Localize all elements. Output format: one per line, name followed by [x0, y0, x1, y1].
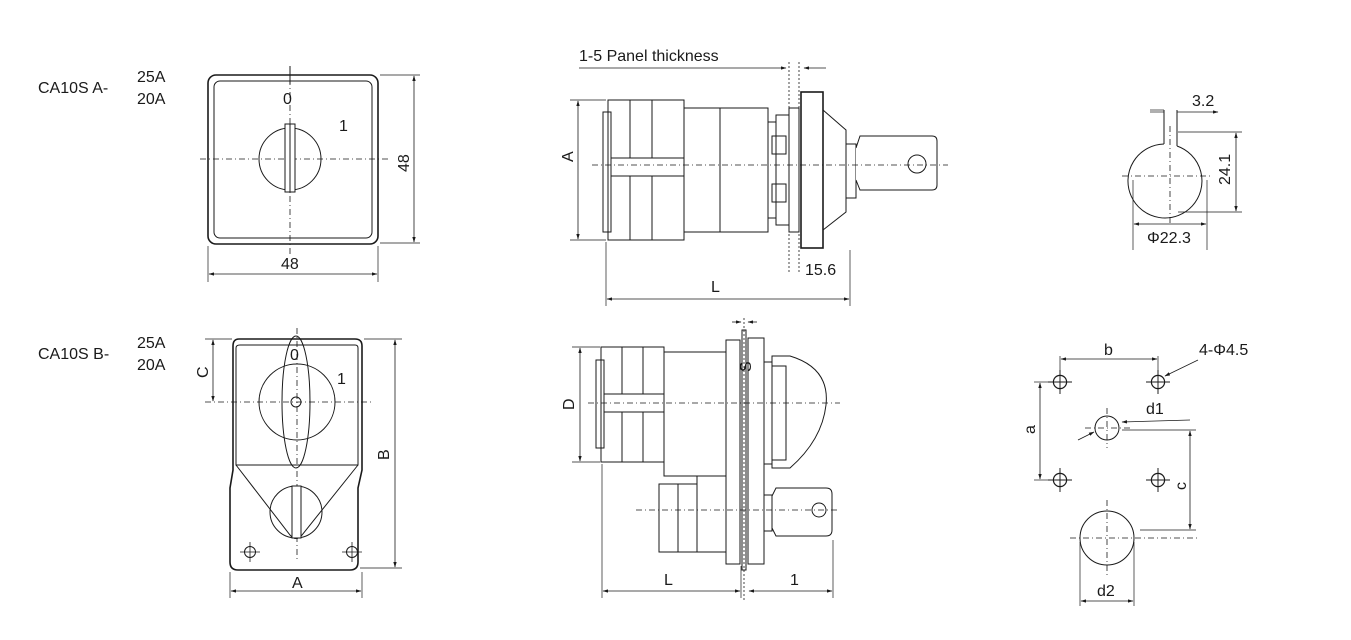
model-a-current-1: 25A [137, 69, 166, 86]
cutout-dim-c: c [1173, 482, 1190, 490]
front-b-pos-0: 0 [290, 347, 299, 364]
model-a-current-2: 20A [137, 91, 166, 108]
cutout-holes: 4-Φ4.5 [1199, 342, 1248, 359]
side-a-panel-thickness: 1-5 Panel thickness [579, 48, 719, 65]
side-a-dim-a: A [560, 151, 577, 162]
model-b-current-1: 25A [137, 335, 166, 352]
front-b-pos-1: 1 [337, 371, 346, 388]
side-b-dim-1: 1 [790, 572, 799, 589]
side-a-dim-l: L [711, 279, 720, 296]
side-view-b: D S L 1 [561, 318, 840, 600]
side-b-dim-s: S [738, 361, 755, 372]
cutout-dim-d1: d1 [1146, 401, 1164, 418]
front-a-pos-1: 1 [339, 118, 348, 135]
side-a-dim-15-6: 15.6 [805, 262, 836, 279]
side-b-dim-d: D [561, 398, 578, 410]
shaft-dim-24-1: 24.1 [1217, 154, 1234, 185]
front-a-pos-0: 0 [283, 91, 292, 108]
model-a-label: CA10S A- [38, 80, 108, 97]
front-b-dim-b: B [376, 449, 393, 460]
shaft-dim-3-2: 3.2 [1192, 93, 1214, 110]
side-b-dim-l: L [664, 572, 673, 589]
cutout-dim-b: b [1104, 342, 1113, 359]
cutout-dim-d2: d2 [1097, 583, 1115, 600]
front-b-dim-a: A [292, 575, 303, 592]
panel-cutout: b 4-Φ4.5 d1 a c d2 [1022, 342, 1248, 606]
model-a-label-group: CA10S A- 25A 20A [38, 69, 166, 108]
model-b-current-2: 20A [137, 357, 166, 374]
model-b-label: CA10S B- [38, 346, 109, 363]
model-b-label-group: CA10S B- 25A 20A [38, 335, 166, 374]
front-a-dim-width: 48 [281, 256, 299, 273]
front-view-a: 0 1 48 48 [200, 66, 420, 282]
front-view-b: 0 1 C B A [195, 328, 402, 598]
side-view-a: 1-5 Panel thickness A L 15.6 [560, 48, 948, 306]
cutout-dim-a: a [1022, 425, 1039, 434]
front-a-dim-height: 48 [396, 154, 413, 172]
front-b-dim-c: C [195, 366, 212, 378]
shaft-detail: 3.2 24.1 Φ22.3 [1122, 93, 1242, 250]
shaft-dim-phi: Φ22.3 [1147, 230, 1191, 247]
